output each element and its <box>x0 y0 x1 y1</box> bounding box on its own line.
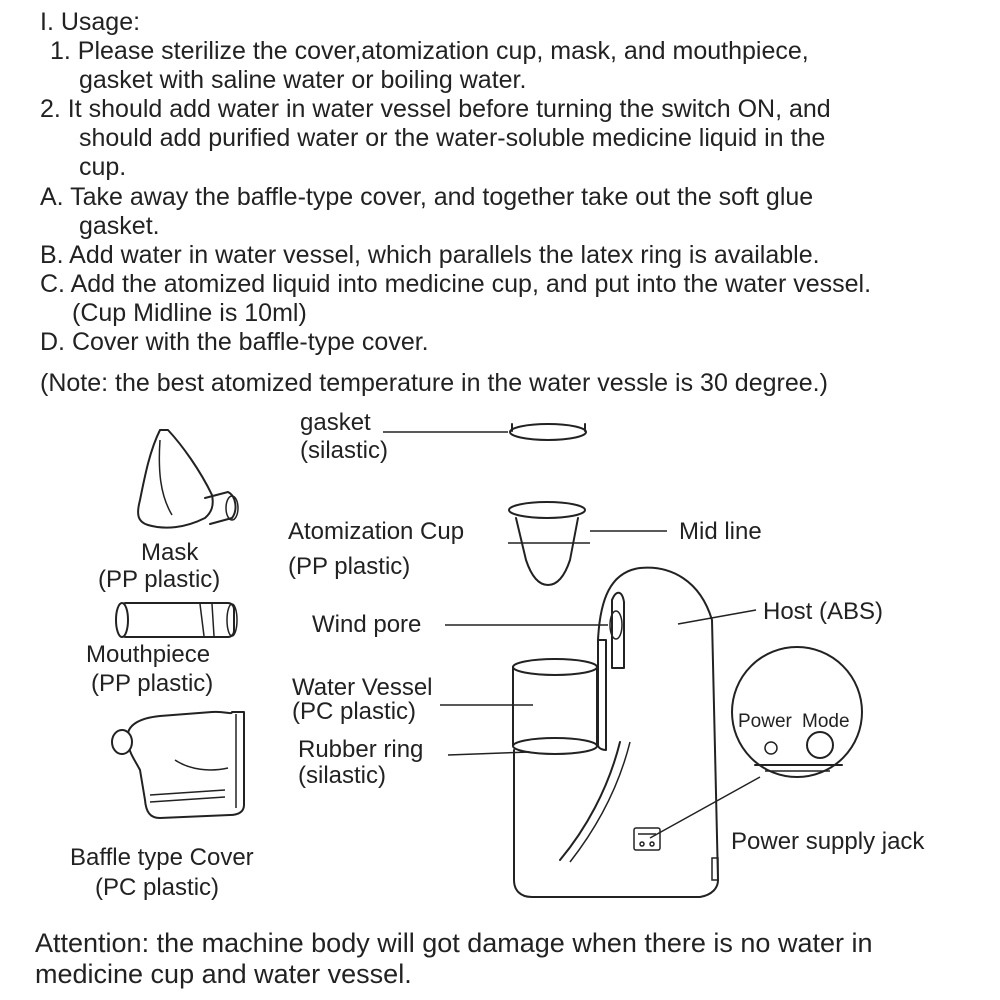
host-label: Host (ABS) <box>763 598 884 625</box>
usage-line: A. Take away the baffle-type cover, and … <box>40 183 814 211</box>
usage-line: 1. Please sterilize the cover,atomizatio… <box>50 37 809 65</box>
atomization-cup-drawing <box>508 501 667 586</box>
gasket-material-label: (silastic) <box>300 437 388 464</box>
usage-line: gasket. <box>79 212 160 240</box>
baffle-cover-material-label: (PC plastic) <box>95 874 220 901</box>
water-vessel-material-label: (PC plastic) <box>292 698 417 725</box>
usage-line: D. Cover with the baffle-type cover. <box>40 328 429 356</box>
usage-line: (Cup Midline is 10ml) <box>72 299 307 327</box>
usage-line: C. Add the atomized liquid into medicine… <box>40 270 872 298</box>
usage-line: should add purified water or the water-s… <box>79 124 826 152</box>
host-drawing <box>513 566 757 898</box>
attention-line: Attention: the machine body will got dam… <box>35 928 873 958</box>
baffle-cover-drawing <box>111 710 245 819</box>
water-vessel-label: Water Vessel <box>292 674 433 701</box>
usage-line: B. Add water in water vessel, which para… <box>40 241 820 269</box>
rubber-ring-label: Rubber ring <box>298 736 424 763</box>
power-label: Power <box>738 711 792 732</box>
water-vessel-drawing <box>440 624 608 756</box>
mask-drawing <box>137 429 239 529</box>
attention-line: medicine cup and water vessel. <box>35 959 412 989</box>
baffle-cover-label: Baffle type Cover <box>70 844 254 871</box>
rubber-ring-material-label: (silastic) <box>298 762 386 789</box>
mask-label: Mask <box>141 539 199 566</box>
usage-line: gasket with saline water or boiling wate… <box>79 66 527 94</box>
gasket-drawing <box>383 423 587 441</box>
mode-label: Mode <box>802 711 850 732</box>
mask-material-label: (PP plastic) <box>98 566 221 593</box>
usage-line: cup. <box>79 153 127 181</box>
power-supply-jack-label: Power supply jack <box>731 828 925 855</box>
usage-heading: I. Usage: <box>40 8 141 36</box>
atomization-cup-label: Atomization Cup <box>288 518 465 545</box>
usage-note: (Note: the best atomized temperature in … <box>40 369 828 397</box>
usage-line: 2. It should add water in water vessel b… <box>40 95 831 123</box>
mouthpiece-label: Mouthpiece <box>86 641 211 668</box>
atomization-cup-material-label: (PP plastic) <box>288 553 411 580</box>
wind-pore-label: Wind pore <box>312 611 422 638</box>
mid-line-label: Mid line <box>679 518 762 545</box>
mouthpiece-material-label: (PP plastic) <box>91 670 214 697</box>
mouthpiece-drawing <box>115 602 238 638</box>
power-mode-callout <box>649 646 863 839</box>
gasket-label: gasket <box>300 409 371 436</box>
